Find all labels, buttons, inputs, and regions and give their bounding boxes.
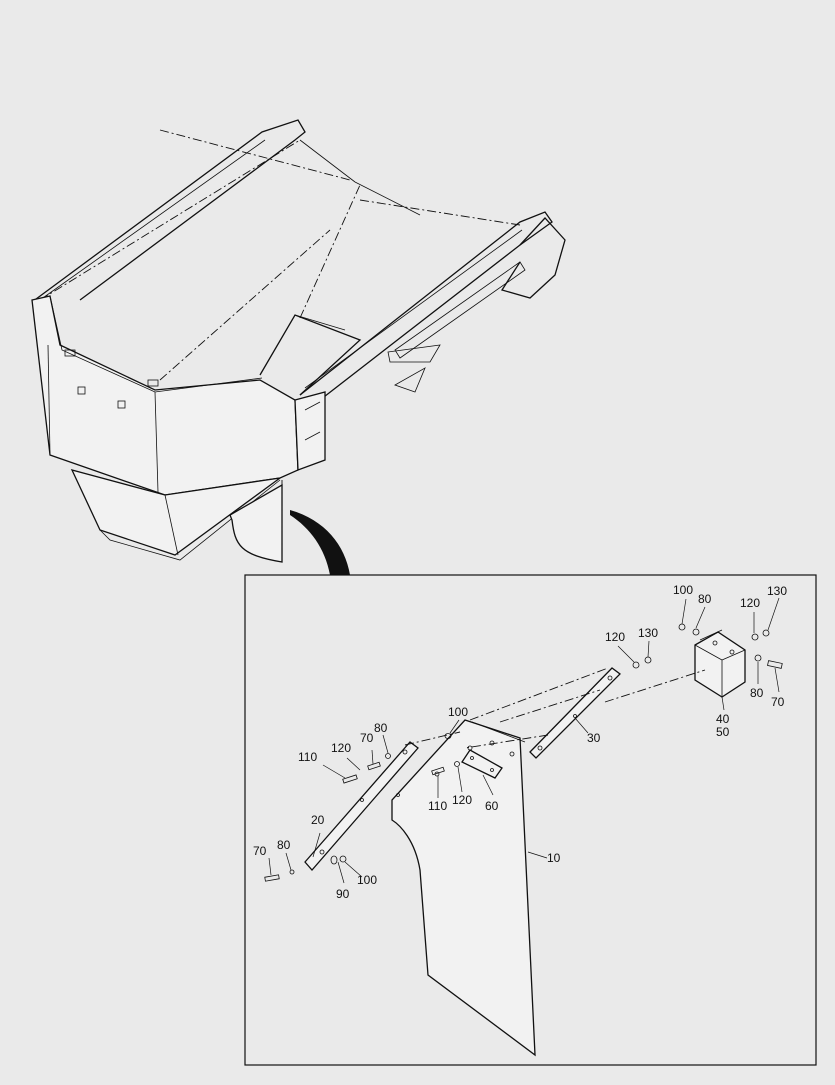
bolt-hole-icon bbox=[117, 400, 126, 409]
callout-30: 30 bbox=[587, 731, 601, 745]
lamp-40-50-part bbox=[694, 629, 746, 698]
callout-110-left: 110 bbox=[298, 750, 317, 764]
dump-body-illustration bbox=[31, 119, 566, 575]
callout-40: 40 bbox=[716, 712, 730, 726]
mudflap-part bbox=[391, 719, 536, 1057]
callout-10: 10 bbox=[547, 851, 561, 865]
callout-110-mid: 110 bbox=[428, 799, 447, 813]
callout-80-mid: 80 bbox=[374, 721, 388, 735]
detail-frame bbox=[244, 574, 817, 1066]
callout-50: 50 bbox=[716, 725, 730, 739]
callout-100-left: 100 bbox=[357, 873, 377, 887]
callout-20: 20 bbox=[311, 813, 325, 827]
bracket-30-part bbox=[529, 667, 621, 759]
detail-arrow-icon bbox=[290, 510, 350, 575]
callout-70-left: 70 bbox=[253, 844, 267, 858]
callout-80-top: 80 bbox=[698, 592, 712, 606]
callout-60: 60 bbox=[485, 799, 499, 813]
callout-100-top: 100 bbox=[673, 583, 693, 597]
plate-60-part bbox=[461, 749, 503, 779]
callout-90: 90 bbox=[336, 887, 350, 901]
bolt-hole-icon bbox=[77, 386, 86, 395]
bracket-20-part bbox=[304, 741, 419, 871]
callout-120-left: 120 bbox=[331, 741, 351, 755]
callout-100-mid: 100 bbox=[448, 705, 468, 719]
callout-70-right: 70 bbox=[771, 695, 785, 709]
callout-130-upper: 130 bbox=[638, 626, 658, 640]
callout-120-upper: 120 bbox=[605, 630, 625, 644]
callout-120-right: 120 bbox=[740, 596, 760, 610]
callout-130-right: 130 bbox=[767, 584, 787, 598]
callout-120-mid: 120 bbox=[452, 793, 472, 807]
callout-80-right: 80 bbox=[750, 686, 764, 700]
callout-80-left: 80 bbox=[277, 838, 291, 852]
callout-70-mid: 70 bbox=[360, 731, 374, 745]
